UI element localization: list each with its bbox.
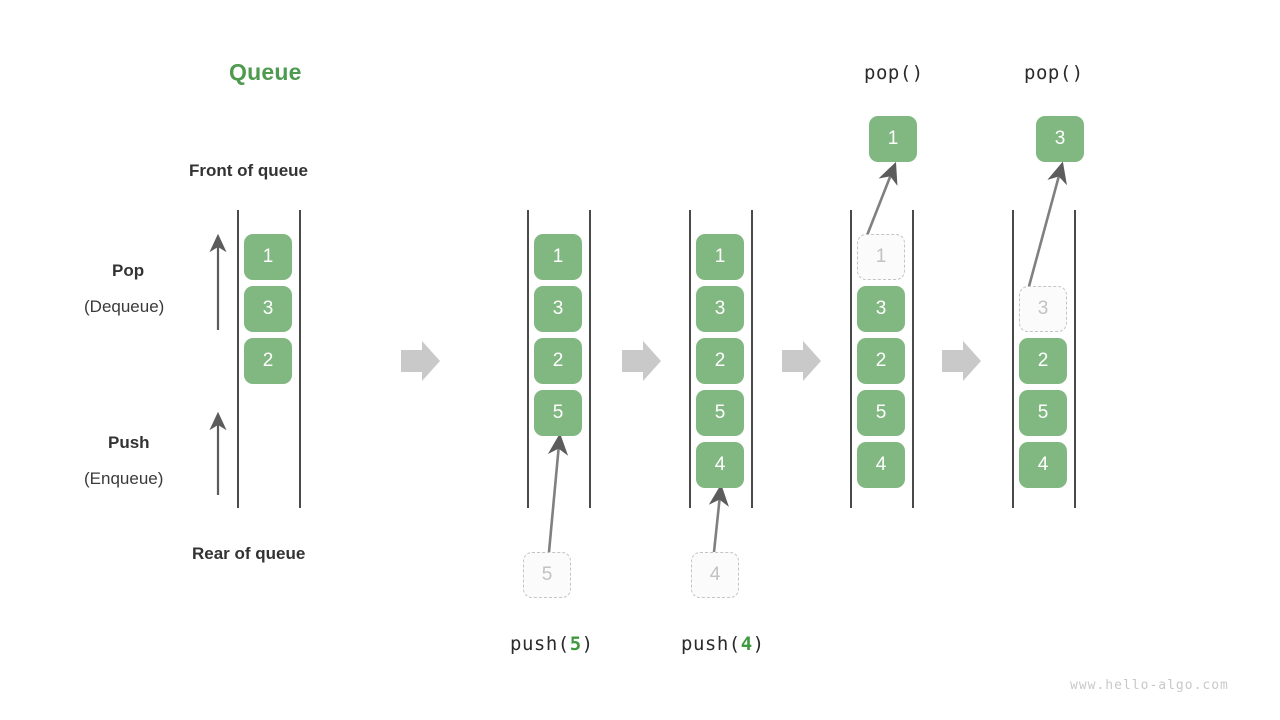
pop-caption-b: pop() xyxy=(1024,62,1084,84)
vacated-ghost-cell: 1 xyxy=(857,234,905,280)
pop-caption-a: pop() xyxy=(864,62,924,84)
col4-rail-right xyxy=(912,210,914,508)
pop-label: Pop xyxy=(112,261,145,280)
push5-pre: push( xyxy=(510,633,570,655)
col1-rail-left xyxy=(237,210,239,508)
push5-post: ) xyxy=(581,633,594,655)
queue-cell: 4 xyxy=(857,442,905,488)
rear-of-queue-label: Rear of queue xyxy=(192,544,306,563)
col3-rail-left xyxy=(689,210,691,508)
queue-cell: 4 xyxy=(696,442,744,488)
push-sublabel: (Enqueue) xyxy=(84,469,164,488)
col5-rail-left xyxy=(1012,210,1014,508)
push-label: Push xyxy=(108,433,150,452)
queue-cell: 5 xyxy=(696,390,744,436)
push4-pre: push( xyxy=(681,633,741,655)
push5-caption: push(5) xyxy=(510,633,594,655)
separator-arrow-3 xyxy=(782,341,821,381)
queue-cell: 2 xyxy=(696,338,744,384)
queue-cell: 2 xyxy=(857,338,905,384)
queue-cell: 5 xyxy=(857,390,905,436)
page-title: Queue xyxy=(229,59,302,85)
separator-arrow-4 xyxy=(942,341,981,381)
push5-arrow xyxy=(547,433,569,553)
front-of-queue-label: Front of queue xyxy=(189,161,308,180)
col2-rail-left xyxy=(527,210,529,508)
col1-rail-right xyxy=(299,210,301,508)
incoming-ghost-cell: 5 xyxy=(523,552,571,598)
col2-rail-right xyxy=(589,210,591,508)
queue-cell: 2 xyxy=(534,338,582,384)
col4-rail-left xyxy=(850,210,852,508)
push4-value: 4 xyxy=(740,633,753,655)
push4-caption: push(4) xyxy=(681,633,765,655)
separator-arrow-2 xyxy=(622,341,661,381)
popped-cell: 3 xyxy=(1036,116,1084,162)
col3-rail-right xyxy=(751,210,753,508)
queue-cell: 5 xyxy=(1019,390,1067,436)
separator-arrow-1 xyxy=(401,341,440,381)
pop1-arrow xyxy=(864,161,898,239)
col5-rail-right xyxy=(1074,210,1076,508)
queue-cell: 3 xyxy=(244,286,292,332)
queue-cell: 2 xyxy=(1019,338,1067,384)
watermark: www.hello-algo.com xyxy=(1070,678,1229,693)
push4-arrow xyxy=(708,484,729,553)
push5-value: 5 xyxy=(569,633,582,655)
push4-post: ) xyxy=(752,633,765,655)
pop3-arrow xyxy=(1026,161,1067,291)
queue-cell: 3 xyxy=(534,286,582,332)
queue-cell: 3 xyxy=(857,286,905,332)
queue-cell: 3 xyxy=(696,286,744,332)
pop-sublabel: (Dequeue) xyxy=(84,297,165,316)
queue-cell: 4 xyxy=(1019,442,1067,488)
vacated-ghost-cell: 3 xyxy=(1019,286,1067,332)
queue-cell: 1 xyxy=(244,234,292,280)
incoming-ghost-cell: 4 xyxy=(691,552,739,598)
popped-cell: 1 xyxy=(869,116,917,162)
queue-cell: 1 xyxy=(534,234,582,280)
queue-cell: 2 xyxy=(244,338,292,384)
queue-cell: 5 xyxy=(534,390,582,436)
queue-cell: 1 xyxy=(696,234,744,280)
